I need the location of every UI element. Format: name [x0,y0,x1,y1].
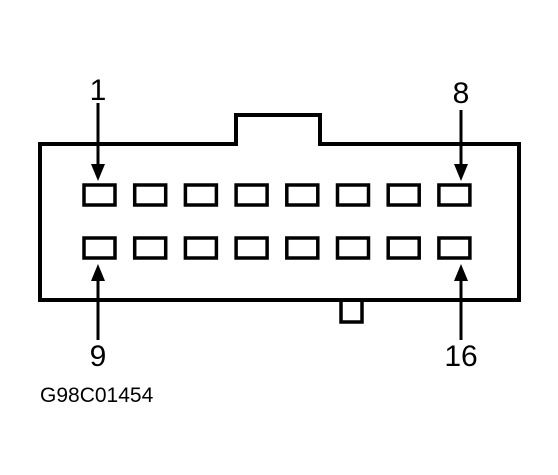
arrow-pin-8 [454,110,468,181]
pin-row-bottom [82,236,472,260]
pin-cavity-10 [132,236,168,260]
arrow-pin-16 [454,264,468,340]
pin-cavity-11 [183,236,219,260]
pin-cavity-13 [285,236,320,260]
pin-cavity-4 [234,183,269,207]
pin-cavity-15 [386,236,421,260]
pin-label-1: 1 [90,74,107,107]
connector-top-edge [69,113,490,146]
pin-row-top [82,183,472,207]
pin-cavity-3 [183,183,219,207]
pin-cavity-14 [335,236,371,260]
connector-housing [38,142,521,302]
pin-cavity-7 [386,183,421,207]
figure-reference-code: G98C01454 [40,384,154,407]
pin-cavity-6 [335,183,371,207]
pin-label-8: 8 [453,77,470,110]
pin-cavity-16 [437,236,472,260]
pin-cavity-12 [234,236,269,260]
pin-label-16: 16 [444,340,477,373]
arrow-pin-9 [91,264,105,340]
connector-key-notch [339,300,364,324]
arrow-pin-1 [91,103,105,181]
pin-cavity-5 [285,183,320,207]
pin-cavity-2 [132,183,168,207]
pin-cavity-1 [82,183,117,207]
pin-cavity-9 [82,236,117,260]
pin-label-9: 9 [90,340,107,373]
pin-cavity-8 [437,183,472,207]
